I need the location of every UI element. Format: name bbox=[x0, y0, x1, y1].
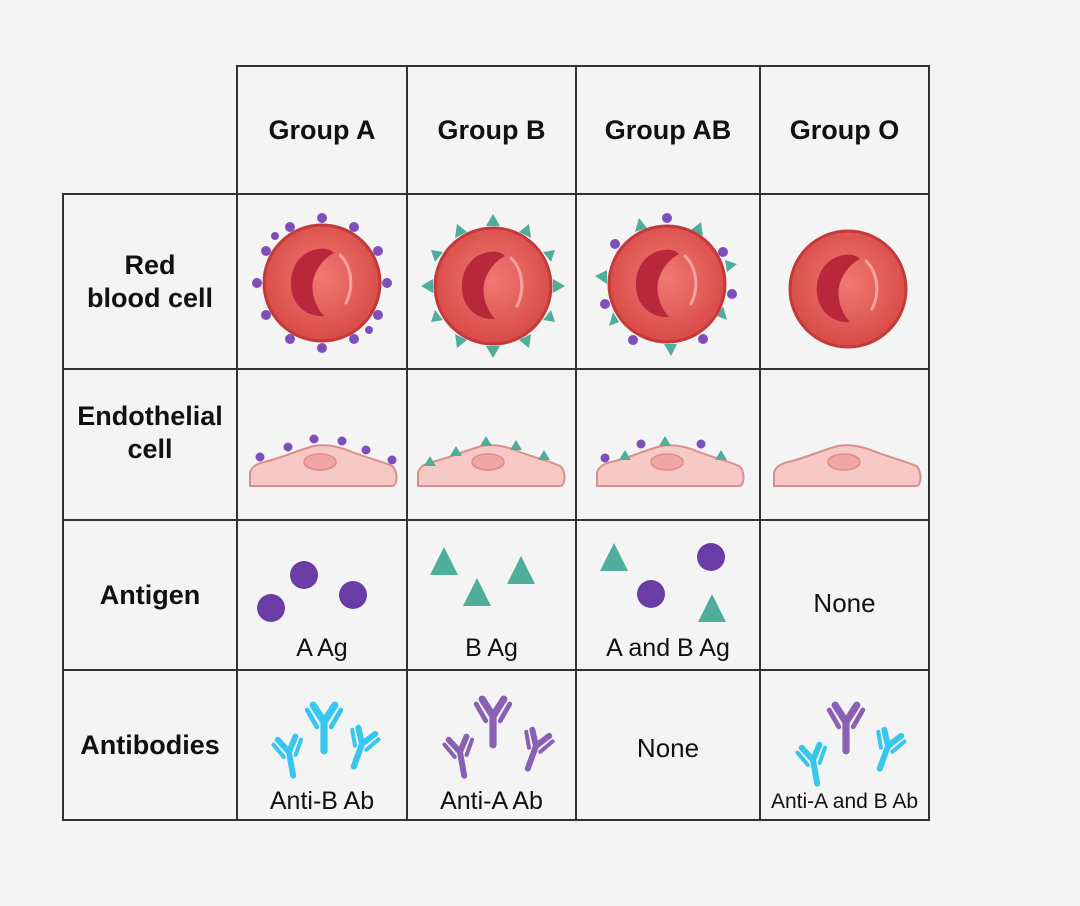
anti-a-and-b-antibody-icons bbox=[797, 705, 906, 786]
endothelial-cell-group-b bbox=[417, 436, 566, 487]
grid-line bbox=[928, 65, 930, 821]
antigen-caption-group-b: B Ag bbox=[465, 634, 518, 662]
row-header-red-blood-cell: Red blood cell bbox=[86, 250, 213, 313]
grid-line bbox=[237, 65, 930, 67]
antibody-caption-group-ab: None bbox=[636, 733, 700, 764]
rbc-group-o bbox=[788, 229, 908, 349]
grid-line bbox=[62, 519, 930, 521]
grid-line bbox=[575, 65, 577, 821]
row-header-antibodies: Antibodies bbox=[80, 729, 220, 760]
antibody-caption-group-o: Anti-A and B Ab bbox=[770, 790, 919, 814]
grid-line bbox=[62, 819, 930, 821]
antigen-a-icons bbox=[257, 561, 367, 622]
anti-a-antibody-icons bbox=[444, 699, 554, 778]
endothelial-cell-group-ab bbox=[596, 436, 745, 487]
grid-line bbox=[62, 193, 930, 195]
column-header-group-ab: Group AB bbox=[604, 114, 732, 145]
endothelial-cell-group-a bbox=[249, 434, 398, 487]
antigen-caption-group-a: A Ag bbox=[296, 634, 348, 662]
rbc-group-a bbox=[252, 213, 392, 353]
column-header-group-o: Group O bbox=[789, 114, 900, 145]
antigen-caption-group-o: None bbox=[813, 588, 876, 619]
grid-line bbox=[236, 65, 238, 821]
grid-line bbox=[62, 193, 64, 821]
column-header-group-a: Group A bbox=[268, 114, 376, 145]
antigen-b-icons bbox=[430, 547, 535, 606]
endothelial-cell-group-o bbox=[773, 444, 922, 487]
grid-line bbox=[759, 65, 761, 821]
grid-line bbox=[406, 65, 408, 821]
antibody-caption-group-b: Anti-A Ab bbox=[440, 787, 543, 815]
anti-b-antibody-icons bbox=[273, 705, 380, 778]
column-header-group-b: Group B bbox=[437, 114, 546, 145]
antigen-ab-icons bbox=[600, 543, 726, 622]
rbc-group-ab bbox=[595, 213, 737, 356]
row-header-endothelial-cell: Endothelial cell bbox=[77, 401, 223, 464]
antibody-caption-group-a: Anti-B Ab bbox=[269, 787, 375, 815]
grid-line bbox=[62, 669, 930, 671]
row-header-antigen: Antigen bbox=[99, 579, 201, 610]
antigen-caption-group-ab: A and B Ag bbox=[606, 634, 730, 662]
grid-line bbox=[62, 368, 930, 370]
rbc-group-b bbox=[421, 214, 565, 358]
